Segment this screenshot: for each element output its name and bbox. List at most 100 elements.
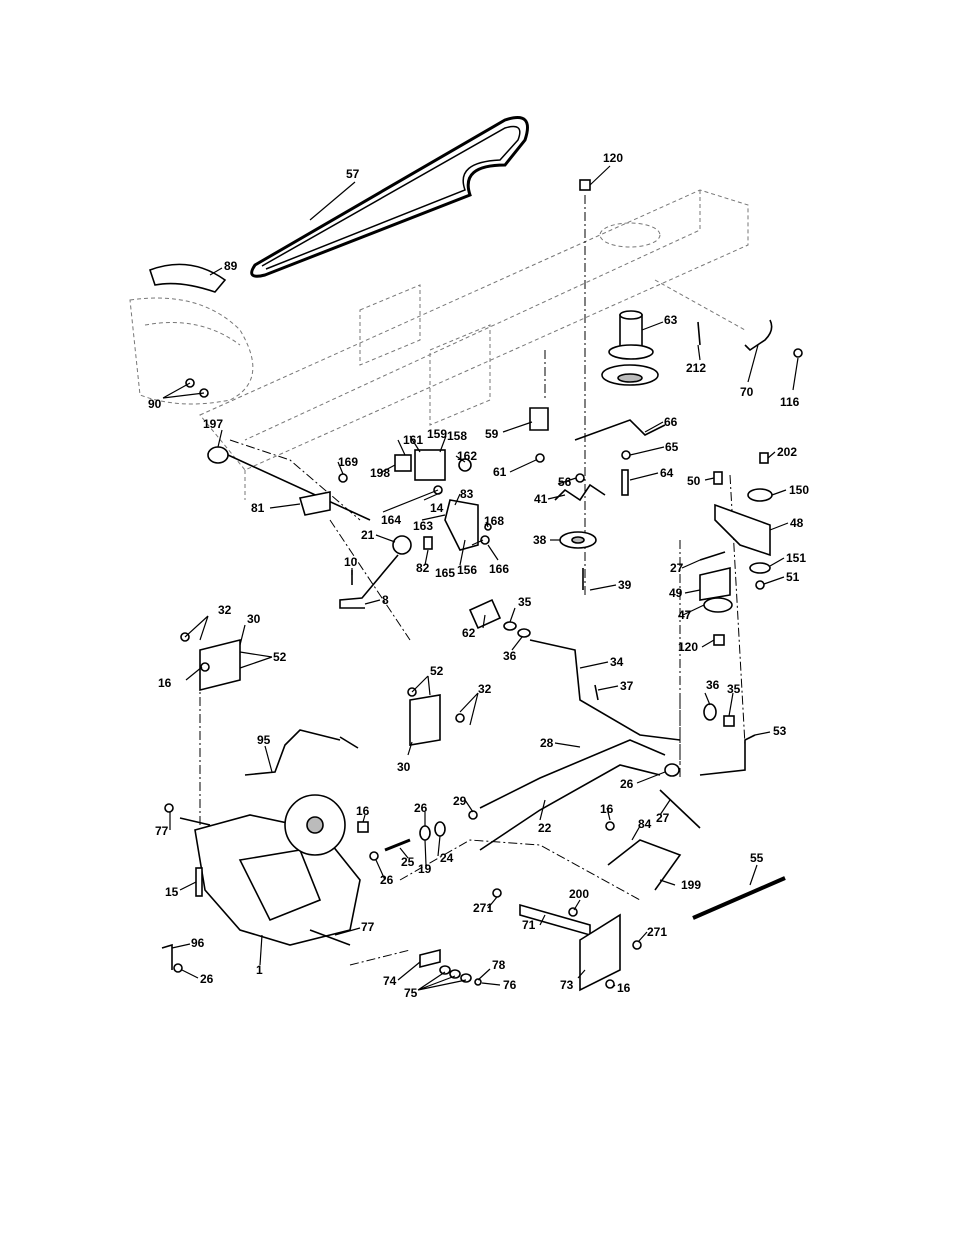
callout-26-center: 26 [414, 801, 428, 815]
callout-48: 48 [790, 516, 804, 530]
callout-36-center: 36 [503, 649, 517, 663]
assembly-lines [199, 195, 746, 966]
callout-38: 38 [533, 533, 547, 547]
callout-24: 24 [440, 851, 454, 865]
callout-35-center: 35 [518, 595, 532, 609]
callout-30-left: 30 [247, 612, 261, 626]
callout-159: 159 [427, 427, 447, 441]
callout-55: 55 [750, 851, 764, 865]
callout-83: 83 [460, 487, 474, 501]
callout-51: 51 [786, 570, 800, 584]
callout-32-center: 32 [478, 682, 492, 696]
callout-163: 163 [413, 519, 433, 533]
callout-35-right: 35 [727, 682, 741, 696]
callout-15: 15 [165, 885, 179, 899]
callout-21: 21 [361, 528, 375, 542]
callout-95: 95 [257, 733, 271, 747]
callout-73: 73 [560, 978, 574, 992]
callout-66: 66 [664, 415, 678, 429]
callout-65: 65 [665, 440, 679, 454]
callout-89: 89 [224, 259, 238, 273]
callout-32-left: 32 [218, 603, 232, 617]
callout-70: 70 [740, 385, 754, 399]
callout-53: 53 [773, 724, 787, 738]
callout-36-right: 36 [706, 678, 720, 692]
callout-10: 10 [344, 555, 358, 569]
callout-34: 34 [610, 655, 624, 669]
callout-59: 59 [485, 427, 499, 441]
callout-39: 39 [618, 578, 632, 592]
callout-202: 202 [777, 445, 797, 459]
callout-78: 78 [492, 958, 506, 972]
callout-52-center: 52 [430, 664, 444, 678]
callout-61: 61 [493, 465, 507, 479]
callout-76: 76 [503, 978, 517, 992]
callout-96: 96 [191, 936, 205, 950]
callout-120-top: 120 [603, 151, 623, 165]
callout-50: 50 [687, 474, 701, 488]
callout-29: 29 [453, 794, 467, 808]
leader-lines [162, 165, 799, 991]
callout-27-right: 27 [670, 561, 684, 575]
callout-162: 162 [457, 449, 477, 463]
callout-19: 19 [418, 862, 432, 876]
callout-84: 84 [638, 817, 652, 831]
callout-151: 151 [786, 551, 806, 565]
callout-81: 81 [251, 501, 265, 515]
callout-74: 74 [383, 974, 397, 988]
callout-41: 41 [534, 492, 548, 506]
callout-25: 25 [401, 855, 415, 869]
callout-75: 75 [404, 986, 418, 1000]
callout-90: 90 [148, 397, 162, 411]
callout-16-right: 16 [600, 802, 614, 816]
callout-labels: 57 89 90 120 63 212 70 116 59 61 66 65 6… [148, 151, 809, 1000]
callout-165: 165 [435, 566, 455, 580]
callout-1: 1 [256, 963, 263, 977]
callout-77-top: 77 [155, 824, 169, 838]
callout-16-bottom: 16 [617, 981, 631, 995]
callout-166: 166 [489, 562, 509, 576]
callout-30-center: 30 [397, 760, 411, 774]
callout-197: 197 [203, 417, 223, 431]
callout-156: 156 [457, 563, 477, 577]
callout-164: 164 [381, 513, 401, 527]
callout-8: 8 [382, 593, 389, 607]
callout-16-left: 16 [158, 676, 172, 690]
callout-120-right: 120 [678, 640, 698, 654]
callout-198: 198 [370, 466, 390, 480]
callout-64: 64 [660, 466, 674, 480]
callout-57: 57 [346, 167, 360, 181]
callout-271-left: 271 [473, 901, 493, 915]
callout-56: 56 [558, 475, 572, 489]
parts [148, 116, 803, 992]
callout-26-bottom: 26 [200, 972, 214, 986]
callout-49: 49 [669, 586, 683, 600]
callout-27-lower: 27 [656, 811, 670, 825]
callout-200: 200 [569, 887, 589, 901]
callout-62: 62 [462, 626, 476, 640]
callout-26-right: 26 [620, 777, 634, 791]
callout-22: 22 [538, 821, 552, 835]
callout-168: 168 [484, 514, 504, 528]
callout-77-bottom: 77 [361, 920, 375, 934]
callout-14: 14 [430, 501, 444, 515]
callout-116: 116 [780, 395, 800, 409]
callout-169: 169 [338, 455, 358, 469]
callout-16-center: 16 [356, 804, 370, 818]
callout-150: 150 [789, 483, 809, 497]
callout-52-left: 52 [273, 650, 287, 664]
callout-26-left: 26 [380, 873, 394, 887]
callout-71: 71 [522, 918, 536, 932]
callout-199: 199 [681, 878, 701, 892]
callout-82: 82 [416, 561, 430, 575]
callout-158: 158 [447, 429, 467, 443]
callout-161: 161 [403, 433, 423, 447]
callout-212: 212 [686, 361, 706, 375]
tractor-frame [129, 189, 749, 500]
callout-271-right: 271 [647, 925, 667, 939]
callout-63: 63 [664, 313, 678, 327]
callout-28: 28 [540, 736, 554, 750]
callout-37: 37 [620, 679, 634, 693]
callout-47: 47 [678, 608, 692, 622]
